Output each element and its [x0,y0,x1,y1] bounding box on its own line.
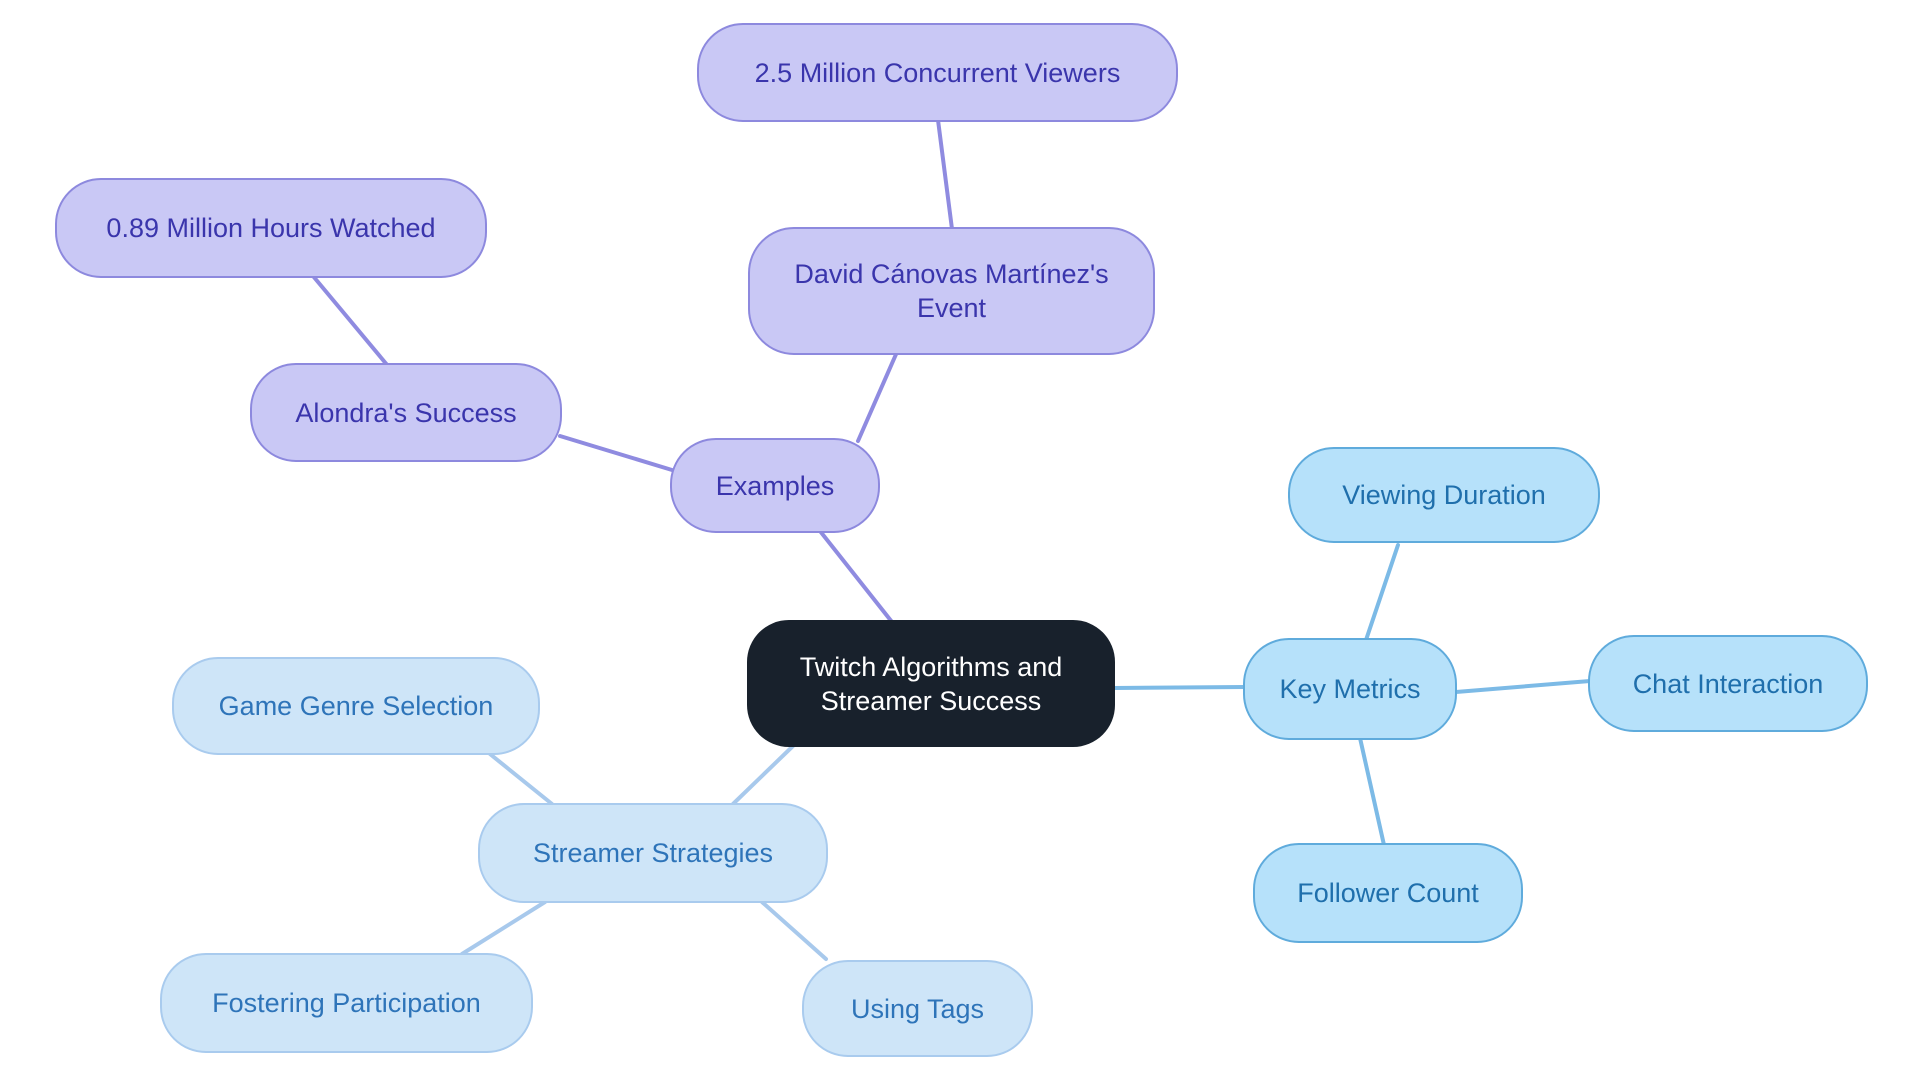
edge-root-strategies [731,744,795,806]
node-follower-count[interactable]: Follower Count [1253,843,1523,943]
node-label: 2.5 Million Concurrent Viewers [754,57,1121,88]
edge-alondra-examples [558,434,674,472]
node-key-metrics[interactable]: Key Metrics [1243,638,1457,740]
edge-viewers-david [936,118,954,231]
node-alondras-success[interactable]: Alondra's Success [250,363,562,462]
node-label: David Cánovas Martínez's Event [794,259,1109,323]
node-chat-interaction[interactable]: Chat Interaction [1588,635,1868,732]
edge-david-examples [856,350,899,443]
edge-hours-alondra [311,274,390,368]
node-david-canovas-event[interactable]: David Cánovas Martínez's Event [748,227,1155,355]
node-label: Viewing Duration [1342,480,1546,510]
node-label: Key Metrics [1279,674,1421,704]
edge-examples-root [818,529,894,624]
node-label: Follower Count [1297,878,1479,908]
node-fostering-participation[interactable]: Fostering Participation [160,953,533,1053]
node-label: Examples [715,470,835,501]
node-label: Chat Interaction [1632,668,1824,699]
mindmap-root-node[interactable]: Twitch Algorithms and Streamer Success [747,620,1115,747]
node-streamer-strategies[interactable]: Streamer Strategies [478,803,828,903]
edge-strategies-tags [760,900,828,961]
node-game-genre-selection[interactable]: Game Genre Selection [172,657,540,755]
node-concurrent-viewers[interactable]: 2.5 Million Concurrent Viewers [697,23,1178,122]
edge-genre-strategies [488,752,554,806]
node-label: 0.89 Million Hours Watched [106,213,436,243]
node-using-tags[interactable]: Using Tags [802,960,1033,1057]
node-label: Game Genre Selection [218,691,494,721]
edge-keymetrics-chat [1454,679,1592,694]
edge-viewing-keymetrics [1364,543,1400,642]
node-label: Fostering Participation [212,988,481,1018]
node-hours-watched[interactable]: 0.89 Million Hours Watched [55,178,487,278]
edge-strategies-fostering [460,900,547,956]
root-node-label: Twitch Algorithms and Streamer Success [799,651,1063,716]
edge-keymetrics-follower [1358,736,1386,847]
node-label: Using Tags [850,993,985,1024]
node-label: Streamer Strategies [532,838,774,868]
node-examples[interactable]: Examples [670,438,880,533]
edge-root-keymetrics [1112,685,1247,690]
node-label: Alondra's Success [295,397,517,428]
node-viewing-duration[interactable]: Viewing Duration [1288,447,1600,543]
